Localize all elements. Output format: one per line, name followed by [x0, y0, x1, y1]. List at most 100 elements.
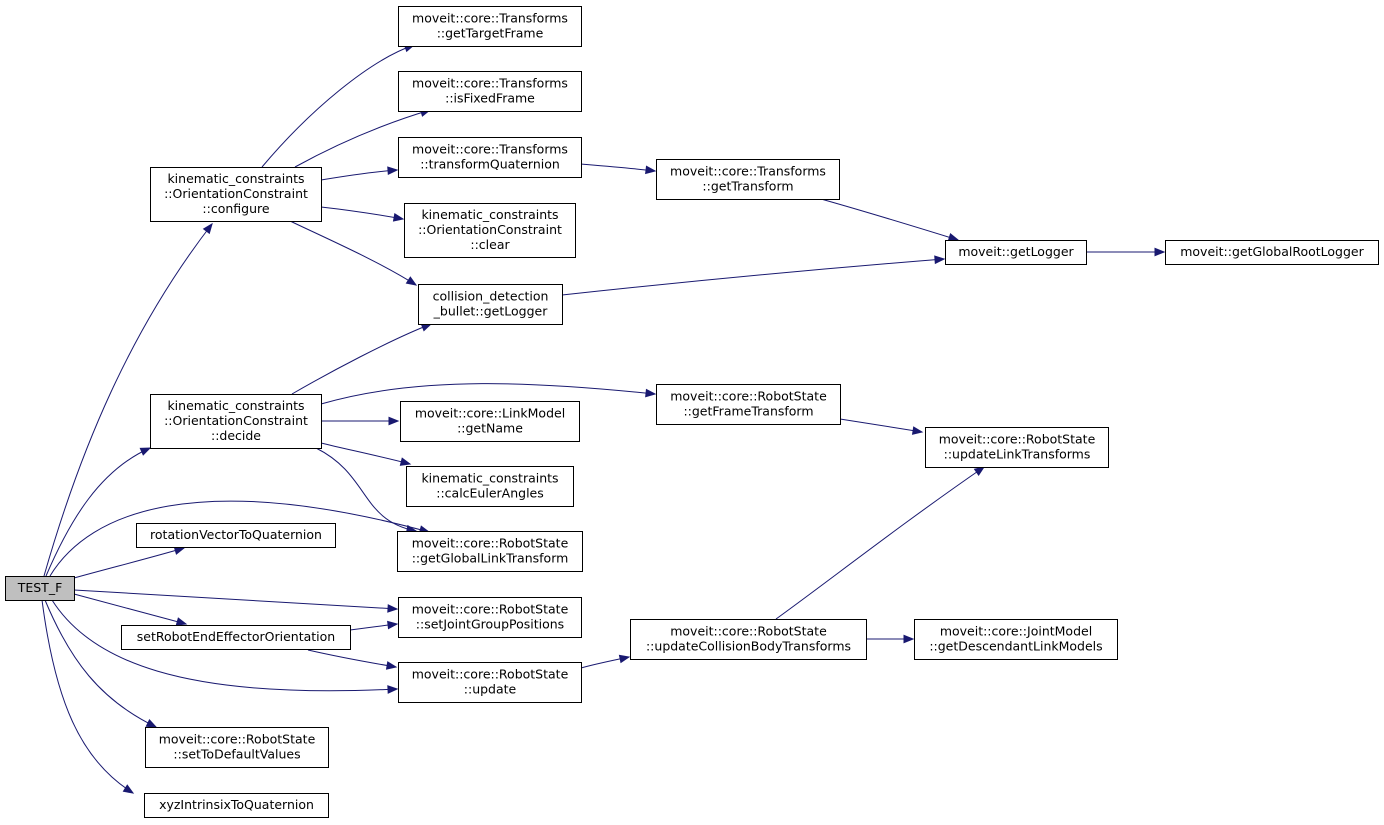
node-label-line: ::getTargetFrame	[437, 26, 544, 41]
edge-test_f-to-rs_set_joint_group	[73, 589, 398, 610]
node-tf-get-transform[interactable]: moveit::core::Transforms::getTransform	[656, 159, 840, 200]
node-box	[121, 625, 351, 650]
node-label-line: kinematic_constraints	[421, 207, 558, 222]
node-rs-update-collision[interactable]: moveit::core::RobotState::updateCollisio…	[630, 619, 867, 660]
node-label-line: xyzIntrinsixToQuaternion	[159, 797, 314, 812]
node-box	[150, 167, 322, 222]
node-layer: TEST_F kinematic_constraints::Orientation…	[5, 6, 1379, 818]
node-label-line: ::getTransform	[702, 179, 793, 194]
edge-oc_decide-to-rs_frame_tf	[320, 383, 656, 405]
node-oc-clear[interactable]: kinematic_constraints::OrientationConstr…	[404, 203, 576, 258]
node-moveit-get-logger[interactable]: moveit::getLogger	[945, 240, 1087, 265]
edge-test_f-to-rs_global_link_tf	[49, 500, 430, 577]
node-label-line: moveit::core::RobotState	[670, 624, 827, 639]
node-link-get-name[interactable]: moveit::core::LinkModel::getName	[400, 401, 580, 442]
node-label-line: moveit::core::Transforms	[412, 142, 568, 157]
node-oc-decide[interactable]: kinematic_constraints::OrientationConstr…	[150, 394, 322, 449]
node-label-line: ::updateLinkTransforms	[944, 447, 1091, 462]
arrowhead-test_f-to-oc_decide	[139, 447, 152, 456]
edge-oc_configure-to-tf_transform_quat	[320, 169, 398, 181]
node-label-line: ::getDescendantLinkModels	[929, 639, 1102, 654]
node-tf-transform-quat[interactable]: moveit::core::Transforms::transformQuate…	[398, 137, 582, 178]
arrowhead-set_robot_ee_orient-to-rs_set_joint_group	[387, 620, 399, 630]
node-calc-euler[interactable]: kinematic_constraints::calcEulerAngles	[406, 466, 574, 507]
node-xyz-intrinsic[interactable]: xyzIntrinsixToQuaternion	[144, 793, 329, 818]
node-label-line: ::clear	[470, 237, 510, 252]
node-label-line: ::setToDefaultValues	[173, 747, 300, 762]
node-rs-global-link-tf[interactable]: moveit::core::RobotState::getGlobalLinkT…	[397, 531, 583, 572]
node-box	[404, 203, 576, 258]
node-rs-set-default[interactable]: moveit::core::RobotState::setToDefaultVa…	[145, 727, 329, 768]
node-label-line: kinematic_constraints	[421, 471, 558, 486]
arrowhead-test_f-to-rs_set_default	[145, 718, 158, 728]
node-label-line: setRobotEndEffectorOrientation	[137, 629, 335, 644]
node-label-line: ::isFixedFrame	[445, 91, 535, 106]
edge-oc_configure-to-tf_get_target_frame	[261, 44, 415, 168]
node-box	[398, 6, 582, 47]
node-label-line: moveit::core::RobotState	[412, 536, 569, 551]
node-label-line: moveit::core::Transforms	[412, 11, 568, 26]
edge-oc_configure-to-cdb_get_logger	[289, 220, 417, 286]
arrowhead-rs_frame_tf-to-rs_update_link_tf	[911, 426, 924, 435]
node-moveit-root-logger[interactable]: moveit::getGlobalRootLogger	[1165, 240, 1379, 265]
edge-test_f-to-oc_configure	[43, 223, 213, 577]
node-jm-descendant[interactable]: moveit::core::JointModel::getDescendantL…	[914, 619, 1118, 660]
node-box	[145, 727, 329, 768]
node-box	[656, 159, 840, 200]
arrowhead-tf_transform_quat-to-tf_get_transform	[645, 165, 657, 175]
node-label-line: ::transformQuaternion	[420, 157, 560, 172]
node-rs-update[interactable]: moveit::core::RobotState::update	[398, 662, 582, 703]
node-label-line: moveit::core::LinkModel	[415, 406, 565, 421]
arrowhead-rs_update_collision-to-rs_update_link_tf	[973, 466, 986, 476]
edge-test_f-to-rs_update	[51, 599, 398, 692]
node-rs-update-link-tf[interactable]: moveit::core::RobotState::updateLinkTran…	[925, 427, 1109, 468]
arrowhead-test_f-to-rs_set_joint_group	[387, 604, 399, 613]
node-label-line: ::updateCollisionBodyTransforms	[646, 639, 851, 654]
node-label-line: rotationVectorToQuaternion	[150, 527, 322, 542]
node-label-line: moveit::core::Transforms	[412, 76, 568, 91]
node-box	[630, 619, 867, 660]
arrowhead-tf_get_transform-to-moveit_get_logger	[947, 233, 960, 242]
arrowhead-oc_configure-to-tf_transform_quat	[387, 166, 399, 176]
node-test-f[interactable]: TEST_F	[5, 576, 75, 601]
node-label-line: ::getFrameTransform	[683, 404, 813, 419]
node-tf-is-fixed-frame[interactable]: moveit::core::Transforms::isFixedFrame	[398, 71, 582, 112]
arrowhead-oc_configure-to-cdb_get_logger	[405, 276, 418, 286]
node-label-line: ::getName	[457, 421, 523, 436]
edge-cdb_get_logger-to-moveit_get_logger	[561, 258, 945, 296]
node-oc-configure[interactable]: kinematic_constraints::OrientationConstr…	[150, 167, 322, 222]
node-label-line: kinematic_constraints	[167, 398, 304, 413]
node-label-line: kinematic_constraints	[167, 171, 304, 186]
node-set-robot-ee-orient[interactable]: setRobotEndEffectorOrientation	[121, 625, 351, 650]
node-label-line: moveit::core::RobotState	[412, 667, 569, 682]
arrowhead-set_robot_ee_orient-to-rs_update	[385, 661, 398, 670]
node-label-line: collision_detection	[433, 289, 549, 304]
edge-oc_decide-to-calc_euler	[320, 442, 411, 465]
node-rot-vec-to-quat[interactable]: rotationVectorToQuaternion	[136, 523, 336, 548]
node-label-line: moveit::core::RobotState	[939, 432, 1096, 447]
node-label-line: moveit::core::RobotState	[159, 732, 316, 747]
arrowhead-oc_decide-to-link_get_name	[388, 416, 400, 426]
node-rs-set-joint-group[interactable]: moveit::core::RobotState::setJointGroupP…	[398, 597, 582, 638]
node-cdb-get-logger[interactable]: collision_detection_bullet::getLogger	[418, 284, 563, 325]
node-label-line: moveit::getLogger	[958, 244, 1074, 259]
node-box	[406, 466, 574, 507]
node-box	[925, 427, 1109, 468]
node-label-line: moveit::core::RobotState	[670, 389, 827, 404]
node-tf-get-target-frame[interactable]: moveit::core::Transforms::getTargetFrame	[398, 6, 582, 47]
arrowhead-rs_update_collision-to-jm_descendant	[903, 634, 915, 644]
node-box	[5, 576, 75, 601]
edge-oc_configure-to-oc_clear	[320, 206, 404, 220]
node-label-line: TEST_F	[17, 580, 63, 595]
node-label-line: ::getGlobalLinkTransform	[412, 551, 569, 566]
node-box	[144, 793, 329, 818]
edge-rs_frame_tf-to-rs_update_link_tf	[839, 418, 923, 433]
node-rs-frame-tf[interactable]: moveit::core::RobotState::getFrameTransf…	[656, 384, 841, 425]
node-box	[397, 531, 583, 572]
node-label-line: moveit::getGlobalRootLogger	[1180, 244, 1364, 259]
node-label-line: moveit::core::RobotState	[412, 602, 569, 617]
node-label-line: ::OrientationConstraint	[164, 186, 308, 201]
arrowhead-test_f-to-xyz_intrinsic	[122, 784, 135, 794]
node-label-line: ::configure	[202, 201, 269, 216]
arrowhead-rs_update-to-rs_update_collision	[618, 654, 631, 664]
